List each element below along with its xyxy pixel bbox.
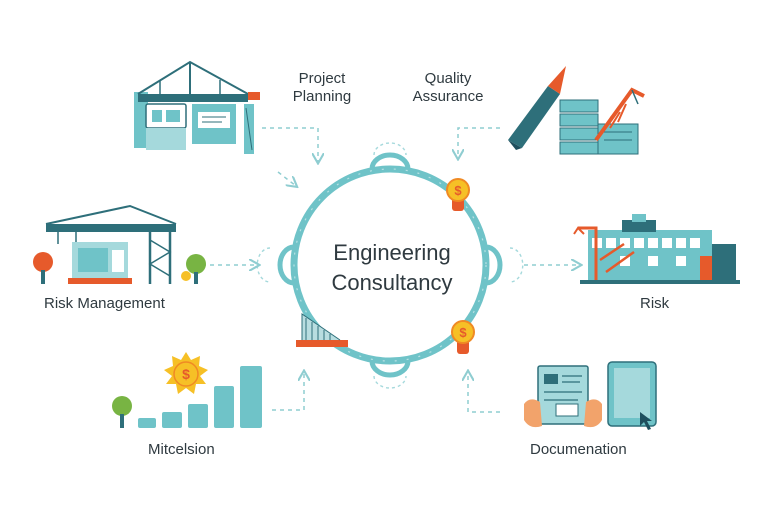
risk-icon xyxy=(573,214,740,284)
label-project-planning: Project Planning xyxy=(290,70,354,106)
label-quality-assurance: Quality Assurance xyxy=(400,70,496,106)
svg-text:$: $ xyxy=(459,325,467,340)
connector-project-planning xyxy=(262,127,318,162)
label-quality-assurance-line2: Assurance xyxy=(412,88,484,105)
center-title: Engineering Consultancy xyxy=(292,238,492,298)
connector-documentation xyxy=(468,372,500,413)
label-project-planning-line1: Project xyxy=(298,70,346,87)
label-documentation: Documenation xyxy=(530,441,627,458)
ring-tab-left xyxy=(277,244,295,286)
ring-bridge-base xyxy=(296,313,348,347)
label-risk-management: Risk Management xyxy=(44,295,165,312)
label-quality-assurance-line1: Quality xyxy=(424,70,472,87)
label-project-planning-line2: Planning xyxy=(292,88,352,105)
ring-tab-bottom xyxy=(369,360,411,378)
connector-mitcelsion xyxy=(272,372,304,411)
center-title-line1: Engineering xyxy=(333,240,451,265)
quality-assurance-icon xyxy=(508,66,645,155)
svg-text:$: $ xyxy=(182,366,190,382)
connector-quality-assurance xyxy=(458,127,500,158)
mitcelsion-icon: $ xyxy=(112,352,262,428)
svg-text:$: $ xyxy=(454,183,462,198)
ring-coin-bottom-right: $ xyxy=(451,320,475,354)
risk-management-icon xyxy=(33,204,206,284)
ring-tab-right xyxy=(485,244,503,286)
ring-coin-top-right: $ xyxy=(446,178,470,211)
center-title-line2: Consultancy xyxy=(331,270,453,295)
connectors xyxy=(202,127,580,413)
central-ring xyxy=(256,142,524,389)
label-mitcelsion: Mitcelsion xyxy=(148,441,215,458)
documentation-icon xyxy=(524,361,657,430)
label-risk: Risk xyxy=(640,295,670,312)
ring-tab-top xyxy=(369,152,411,170)
project-planning-icon xyxy=(134,60,260,154)
